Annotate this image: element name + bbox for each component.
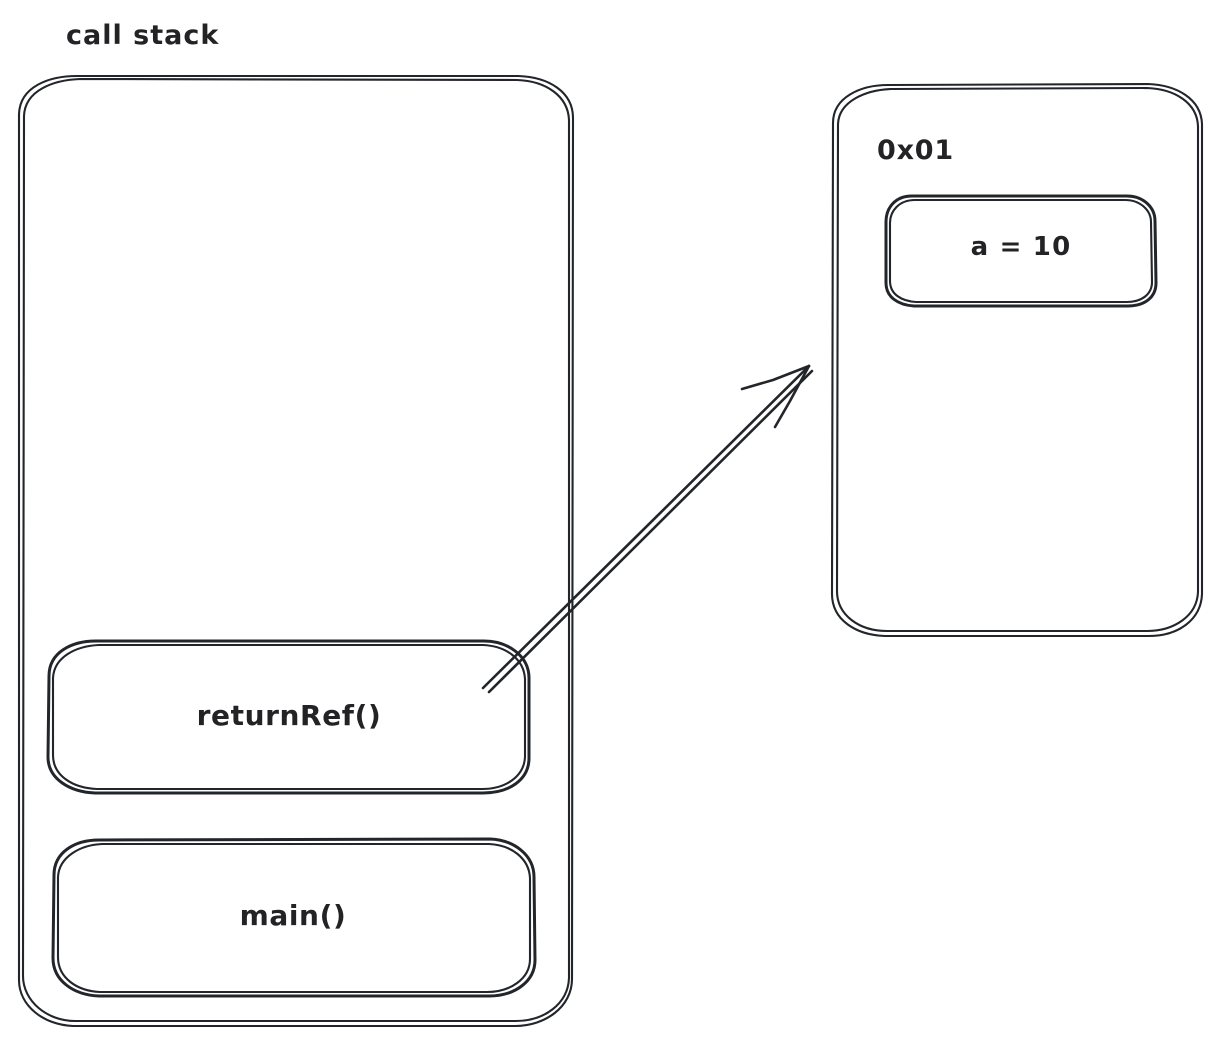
call-stack-label: call stack — [66, 20, 220, 51]
stack-frame-main[interactable] — [51, 837, 537, 998]
heap-address-label: 0x01 — [877, 135, 954, 166]
stack-frame-main-label: main() — [239, 899, 347, 932]
heap-container — [830, 82, 1204, 638]
heap-value-label: a = 10 — [970, 232, 1072, 262]
heap-value-box[interactable] — [884, 194, 1158, 308]
reference-arrow — [481, 364, 814, 694]
stack-frame-returnref-label: returnRef() — [196, 699, 382, 732]
call-stack-container — [17, 74, 575, 1028]
